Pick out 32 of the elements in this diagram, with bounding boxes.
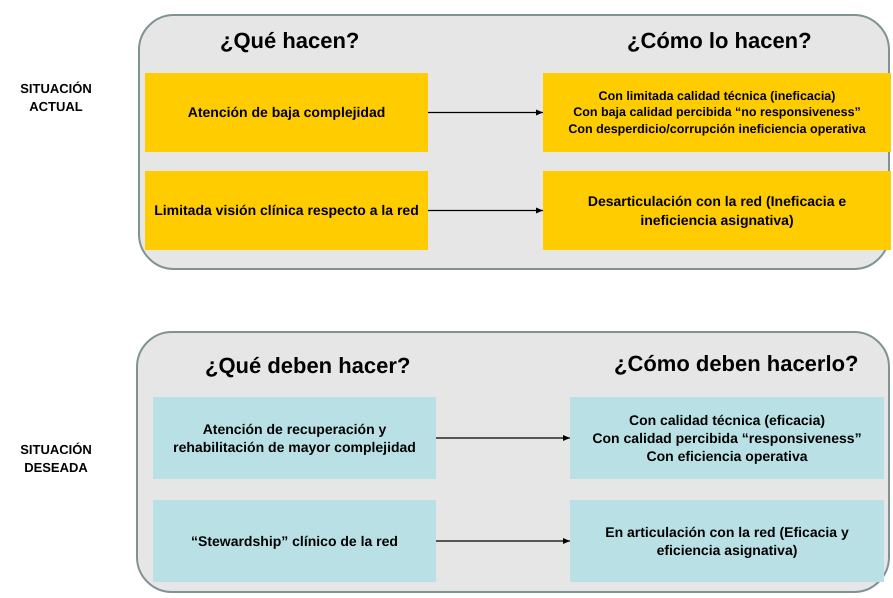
text-box bbox=[153, 500, 436, 582]
box-text: Limitada visión clínica respecto a la red bbox=[154, 201, 419, 220]
text-box bbox=[153, 397, 436, 479]
box-text: Con calidad técnica (eficacia) bbox=[628, 410, 826, 429]
arrow bbox=[436, 538, 570, 544]
situation-label: SITUACIÓN DESEADA bbox=[19, 441, 93, 476]
box-text: Con calidad percibida “responsiveness” bbox=[592, 428, 862, 448]
box-text: Atención de recuperación y rehabilitación de mayor complejidad bbox=[172, 420, 417, 456]
arrow bbox=[436, 435, 570, 441]
box-text: Con baja calidad percibida “no responsiveness” bbox=[573, 104, 861, 121]
arrow bbox=[428, 208, 543, 214]
section-panel bbox=[138, 14, 890, 270]
text-box bbox=[570, 397, 884, 479]
box-text: En articulación con la red (Eficacia y eficiencia asignativa) bbox=[604, 522, 850, 560]
situation-label: SITUACIÓN ACTUAL bbox=[19, 80, 93, 116]
box-text: Atención de baja complejidad bbox=[188, 103, 386, 122]
text-box bbox=[145, 73, 428, 152]
box-text: “Stewardship” clínico de la red bbox=[191, 532, 398, 550]
box-text: Desarticulación con la red (Ineficacia e ineficiencia asignativa) bbox=[586, 192, 848, 229]
text-box bbox=[145, 171, 428, 250]
text-box bbox=[543, 171, 891, 250]
text-box bbox=[570, 500, 884, 582]
column-heading: ¿Qué deben hacer? bbox=[205, 353, 410, 379]
text-box bbox=[543, 73, 891, 152]
section-panel bbox=[136, 331, 890, 593]
arrow bbox=[428, 110, 543, 116]
box-text: Con desperdicio/corrupción ineficiencia operativa bbox=[568, 120, 866, 137]
box-text: Con limitada calidad técnica (ineficacia) bbox=[598, 88, 836, 104]
column-heading: ¿Cómo lo hacen? bbox=[627, 28, 812, 54]
box-text: Con eficiencia operativa bbox=[646, 447, 808, 466]
column-heading: ¿Cómo deben hacerlo? bbox=[614, 351, 858, 377]
column-heading: ¿Qué hacen? bbox=[220, 28, 360, 54]
